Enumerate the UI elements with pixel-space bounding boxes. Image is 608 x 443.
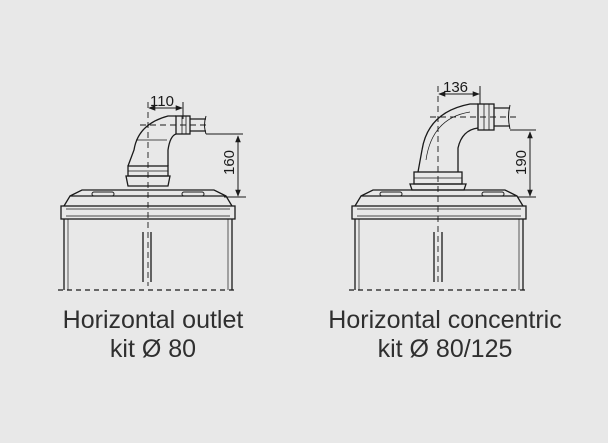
left-dim-horizontal: 110 — [148, 93, 184, 119]
left-elbow-pipe — [125, 115, 207, 187]
right-boiler-body — [349, 219, 529, 291]
right-boiler-drawing — [349, 86, 529, 291]
left-dim-vertical-label: 160 — [221, 150, 238, 175]
left-dim-vertical: 160 — [206, 133, 246, 198]
left-kit-caption-line1: Horizontal outlet — [62, 306, 244, 334]
right-dim-horizontal: 136 — [438, 79, 481, 104]
left-boiler-drawing — [58, 102, 238, 291]
left-kit-caption-line2: kit Ø 80 — [109, 335, 197, 363]
right-dim-horizontal-label: 136 — [443, 79, 468, 96]
right-boiler-lid — [351, 189, 527, 220]
right-kit-caption-line1: Horizontal concentric — [328, 306, 562, 334]
left-kit-caption: Horizontal outlet kit Ø 80 — [38, 306, 268, 364]
right-kit-caption: Horizontal concentric kit Ø 80/125 — [300, 306, 590, 364]
left-boiler-body — [58, 219, 238, 291]
left-dim-horizontal-label: 110 — [150, 93, 174, 110]
right-dim-vertical: 190 — [510, 129, 536, 198]
right-kit-caption-line2: kit Ø 80/125 — [377, 335, 513, 363]
right-dim-vertical-label: 190 — [513, 150, 530, 175]
left-boiler-lid — [60, 189, 236, 220]
